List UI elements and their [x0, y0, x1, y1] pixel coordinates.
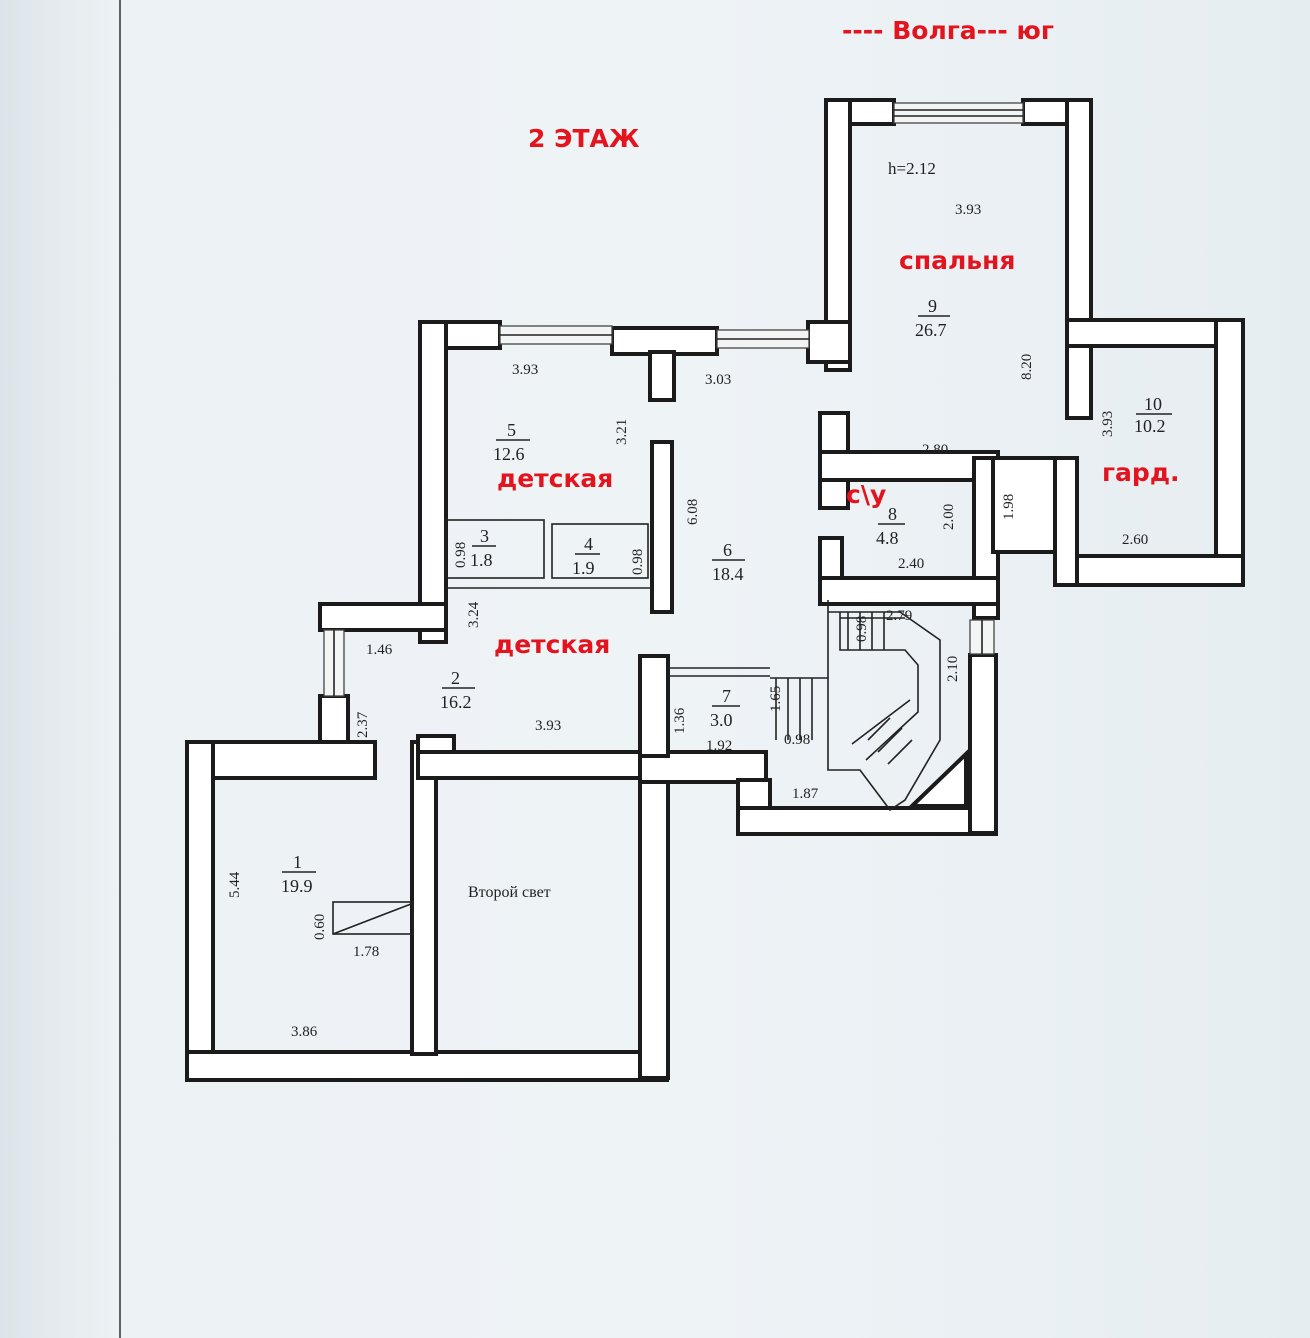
ceiling-height: h=2.12	[888, 159, 936, 178]
room-10-area: 10.2	[1134, 416, 1166, 436]
room-9-number: 9	[928, 296, 937, 316]
dim-393-room5: 3.93	[512, 362, 538, 378]
dim-192: 1.92	[706, 738, 732, 754]
room-8-area: 4.8	[876, 528, 899, 548]
dim-608: 6.08	[685, 499, 701, 525]
dim-187: 1.87	[792, 786, 819, 802]
dim-098-b: 0.98	[630, 549, 646, 575]
dim-279: 2.79	[886, 608, 912, 624]
bedroom-label: спальня	[899, 246, 1016, 275]
dim-393-room2: 3.93	[535, 718, 561, 734]
dim-210: 2.10	[945, 656, 961, 682]
floor-label: 2 ЭТАЖ	[528, 124, 640, 153]
room-7-number: 7	[722, 686, 731, 706]
dim-060: 0.60	[312, 914, 328, 940]
room-3-area: 1.8	[470, 550, 493, 570]
room-labels: 9 26.7 10 10.2 5 12.6 3 1.8 4 1.9 6 18.4…	[281, 296, 1172, 896]
room-4-area: 1.9	[572, 558, 595, 578]
room-6-area: 18.4	[712, 564, 744, 584]
room-1-area: 19.9	[281, 876, 313, 896]
orientation-label: ---- Волга--- юг	[842, 16, 1054, 45]
dim-544: 5.44	[227, 871, 243, 898]
room-4-number: 4	[584, 534, 593, 554]
dim-324: 3.24	[466, 601, 482, 628]
bathroom-label: с\у	[846, 480, 887, 509]
room-2-number: 2	[451, 668, 460, 688]
room-10-number: 10	[1144, 394, 1162, 414]
children-room-bottom-label: детская	[494, 630, 611, 659]
dimension-labels: 3.93 3.93 3.03 3.21 6.08 8.20 3.93 2.80 …	[227, 202, 1148, 1040]
dim-303: 3.03	[705, 372, 731, 388]
wardrobe-label: гард.	[1102, 458, 1180, 487]
room-6-number: 6	[723, 540, 732, 560]
dim-260: 2.60	[1122, 532, 1148, 548]
dim-393-bedroom: 3.93	[955, 202, 981, 218]
room-5-number: 5	[507, 420, 516, 440]
dim-240: 2.40	[898, 556, 924, 572]
room-1-number: 1	[293, 852, 302, 872]
dim-198: 1.98	[1001, 494, 1017, 520]
dim-098-c: 0.98	[784, 732, 810, 748]
dim-820: 8.20	[1019, 354, 1035, 380]
dim-165: 1.65	[768, 686, 784, 712]
dim-098-d: 0.98	[854, 616, 870, 642]
walls	[185, 98, 1245, 1082]
room-7-area: 3.0	[710, 710, 733, 730]
room-3-number: 3	[480, 526, 489, 546]
room-5-area: 12.6	[493, 444, 525, 464]
dim-280: 2.80	[922, 442, 948, 458]
children-room-top-label: детская	[497, 464, 614, 493]
room-2-area: 16.2	[440, 692, 472, 712]
staircase	[770, 600, 968, 812]
dim-386: 3.86	[291, 1024, 318, 1040]
dim-146: 1.46	[366, 642, 393, 658]
page-margin-line	[119, 0, 121, 1338]
interior-lines	[332, 519, 770, 935]
room-9-area: 26.7	[915, 320, 947, 340]
dim-136: 1.36	[672, 707, 688, 734]
windows	[323, 102, 1024, 697]
dim-393-wardrobe: 3.93	[1100, 411, 1116, 437]
dim-098-a: 0.98	[453, 542, 469, 568]
second-light-label: Второй свет	[468, 884, 551, 901]
room-8-number: 8	[888, 504, 897, 524]
dim-200: 2.00	[941, 504, 957, 530]
dim-321: 3.21	[614, 419, 630, 445]
dim-237: 2.37	[355, 711, 371, 738]
dim-178: 1.78	[353, 944, 379, 960]
